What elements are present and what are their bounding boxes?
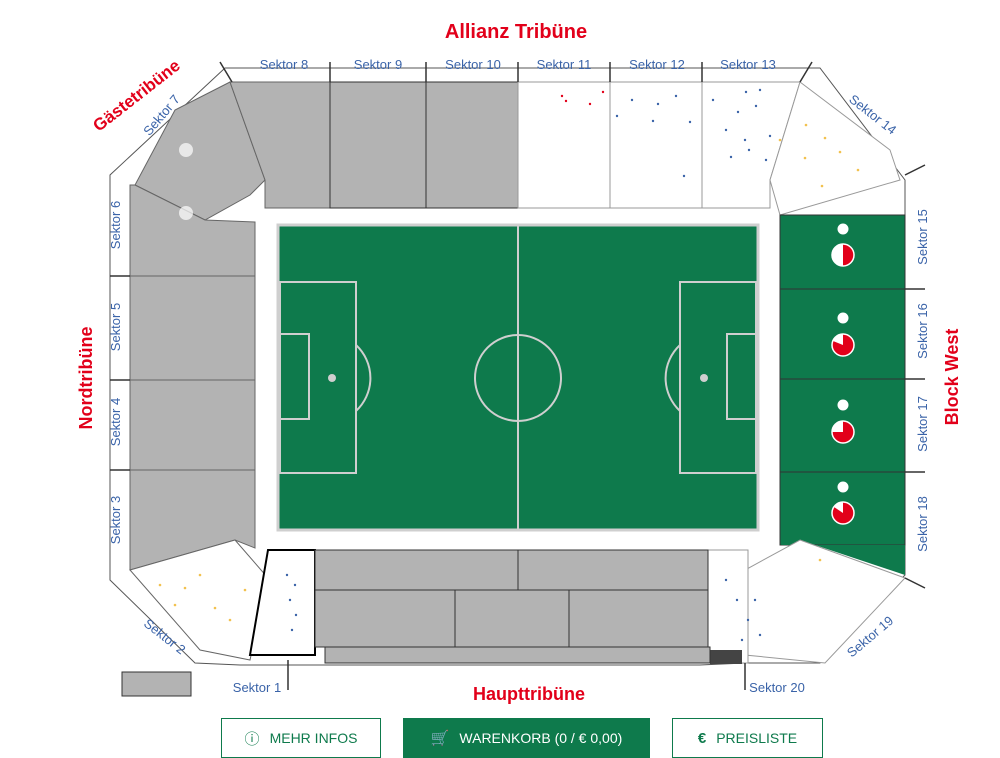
cart-icon[interactable] — [179, 206, 193, 220]
sector-14-block[interactable] — [769, 81, 901, 216]
sector-9-block[interactable] — [329, 81, 427, 209]
main-stand-upper-left[interactable] — [314, 549, 519, 591]
euro-icon: € — [697, 729, 707, 747]
cart-icon: 🛒 — [430, 730, 450, 747]
availability-sector-17[interactable] — [831, 398, 855, 444]
sector-label-10: Sektor 10 — [445, 57, 501, 72]
stand-title-allianz: Allianz Tribüne — [445, 21, 587, 43]
stand-title-haupt: Haupttribüne — [473, 684, 585, 704]
stadium-map: Allianz Tribüne Gästetribüne Nordtribüne… — [76, 21, 962, 704]
info-icon: ⓘ — [244, 730, 260, 748]
centre-circle — [474, 334, 562, 422]
cart-icon[interactable] — [179, 143, 193, 157]
stand-title-nord: Nordtribüne — [76, 327, 96, 430]
main-stand-lower-1[interactable] — [314, 589, 456, 648]
sector-10-block[interactable] — [425, 81, 519, 209]
availability-sector-16[interactable] — [831, 311, 855, 357]
penalty-spot-left — [328, 374, 336, 382]
goal-area-right — [726, 333, 757, 420]
sector-18-lower — [780, 540, 905, 575]
more-info-button[interactable]: ⓘ MEHR INFOS — [221, 718, 381, 758]
main-stand-lower-2[interactable] — [454, 589, 570, 648]
penalty-arc-right — [664, 344, 681, 412]
availability-sector-15[interactable] — [831, 222, 855, 267]
sector-label-4: Sektor 4 — [108, 398, 123, 446]
sector-label-6: Sektor 6 — [108, 201, 123, 249]
availability-sector-18[interactable] — [831, 480, 855, 525]
more-info-label: MEHR INFOS — [269, 730, 358, 746]
sector-label-9: Sektor 9 — [354, 57, 402, 72]
penalty-arc-left — [355, 344, 372, 412]
sector-label-12: Sektor 12 — [629, 57, 685, 72]
sector-label-18: Sektor 18 — [915, 496, 930, 552]
sector-20-dark — [710, 650, 742, 664]
sector-label-17: Sektor 17 — [915, 396, 930, 452]
main-stand-lower-3[interactable] — [568, 589, 709, 648]
sector-3-block[interactable] — [129, 469, 256, 571]
sector-11-block[interactable] — [517, 81, 611, 209]
price-list-label: PREISLISTE — [716, 730, 798, 746]
sector-label-13: Sektor 13 — [720, 57, 776, 72]
main-stand-front-strip — [324, 646, 711, 664]
penalty-spot-right — [700, 374, 708, 382]
sector-label-20: Sektor 20 — [749, 680, 805, 695]
stand-title-west: Block West — [942, 329, 962, 426]
sector-label-8: Sektor 8 — [260, 57, 308, 72]
sector-4-block[interactable] — [129, 379, 256, 471]
sector-label-5: Sektor 5 — [108, 303, 123, 351]
sector-20-block[interactable] — [707, 549, 749, 664]
cart-label: WARENKORB (0 / € 0,00) — [459, 730, 623, 746]
sector-label-1: Sektor 1 — [233, 680, 281, 695]
sector-12-block[interactable] — [609, 81, 703, 209]
sector-label-15: Sektor 15 — [915, 209, 930, 265]
sector-label-3: Sektor 3 — [108, 496, 123, 544]
sector-label-16: Sektor 16 — [915, 303, 930, 359]
sector-5-block[interactable] — [129, 275, 256, 381]
goal-area-left — [279, 333, 310, 420]
sector-8-block[interactable] — [229, 81, 331, 209]
sector-label-11: Sektor 11 — [537, 57, 592, 72]
sector-13-block[interactable] — [701, 81, 801, 209]
cart-button[interactable]: 🛒 WARENKORB (0 / € 0,00) — [403, 718, 650, 758]
main-stand-upper-right[interactable] — [517, 549, 709, 591]
legend-grey-box — [121, 671, 192, 697]
price-list-button[interactable]: € PREISLISTE — [672, 718, 823, 758]
sector-1-block[interactable] — [248, 549, 316, 656]
sector-19-block[interactable] — [744, 539, 906, 664]
